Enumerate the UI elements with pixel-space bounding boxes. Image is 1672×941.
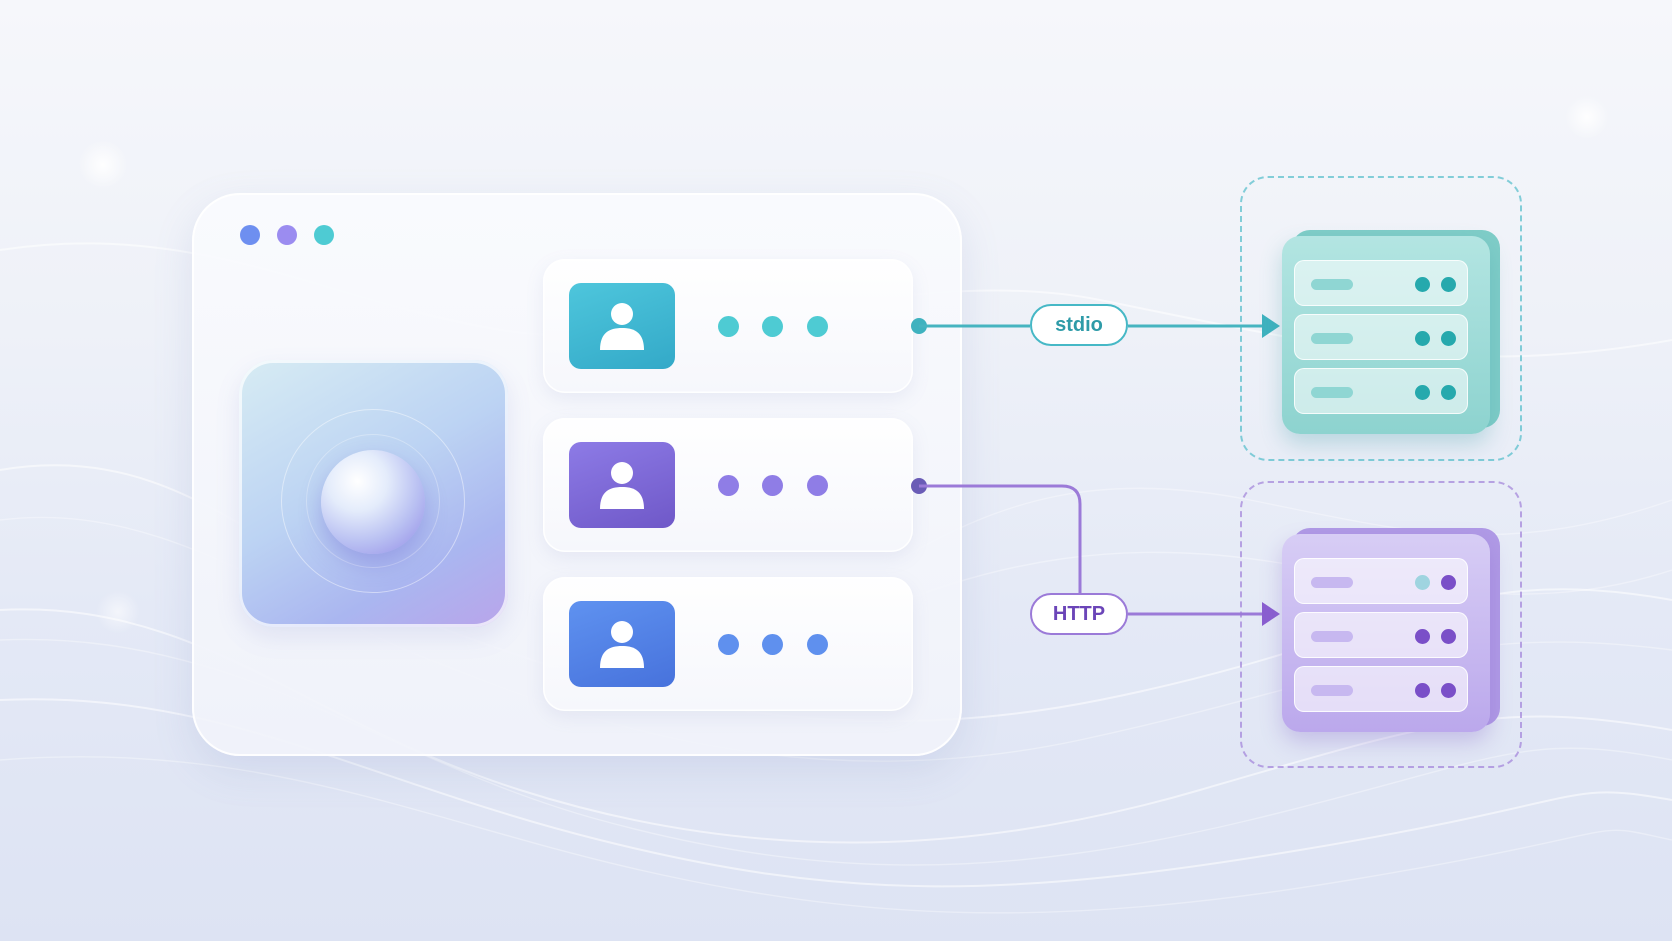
status-dot xyxy=(762,316,783,337)
status-dot xyxy=(807,634,828,655)
user-icon xyxy=(569,601,675,687)
http-label: HTTP xyxy=(1030,593,1128,635)
status-dot xyxy=(807,316,828,337)
server-icon[interactable] xyxy=(1282,528,1500,732)
status-dot xyxy=(762,475,783,496)
window-dot-blue[interactable] xyxy=(240,225,260,245)
hero-tile xyxy=(239,360,508,627)
stdio-label: stdio xyxy=(1030,304,1128,346)
hero-ring xyxy=(281,409,465,593)
server-front xyxy=(1282,236,1490,434)
led-icon xyxy=(1415,683,1430,698)
status-dot xyxy=(718,475,739,496)
led-icon xyxy=(1415,277,1430,292)
status-dot xyxy=(718,634,739,655)
user-icon xyxy=(569,283,675,369)
server-zone-teal xyxy=(1240,176,1522,461)
led-icon xyxy=(1441,575,1456,590)
server-slot xyxy=(1294,314,1468,360)
led-icon xyxy=(1415,331,1430,346)
status-dot xyxy=(718,316,739,337)
window-dot-purple[interactable] xyxy=(277,225,297,245)
list-item[interactable] xyxy=(543,577,913,711)
led-icon xyxy=(1441,385,1456,400)
server-slot xyxy=(1294,368,1468,414)
orb-icon xyxy=(321,450,425,554)
server-icon[interactable] xyxy=(1282,230,1500,434)
server-slot xyxy=(1294,260,1468,306)
bg-glow xyxy=(1565,95,1609,139)
user-icon xyxy=(569,442,675,528)
server-zone-purple xyxy=(1240,481,1522,768)
server-slot xyxy=(1294,666,1468,712)
led-icon xyxy=(1441,683,1456,698)
server-front xyxy=(1282,534,1490,732)
bg-glow xyxy=(96,590,140,634)
led-icon xyxy=(1441,331,1456,346)
led-icon xyxy=(1415,385,1430,400)
window-dot-teal[interactable] xyxy=(314,225,334,245)
list-item[interactable] xyxy=(543,259,913,393)
led-icon xyxy=(1415,629,1430,644)
list-item[interactable] xyxy=(543,418,913,552)
led-icon xyxy=(1441,629,1456,644)
status-dot xyxy=(807,475,828,496)
bg-glow xyxy=(78,140,128,190)
led-icon xyxy=(1441,277,1456,292)
server-slot xyxy=(1294,558,1468,604)
led-icon xyxy=(1415,575,1430,590)
server-slot xyxy=(1294,612,1468,658)
hero-ring xyxy=(306,434,440,568)
app-window xyxy=(192,193,962,756)
status-dot xyxy=(762,634,783,655)
